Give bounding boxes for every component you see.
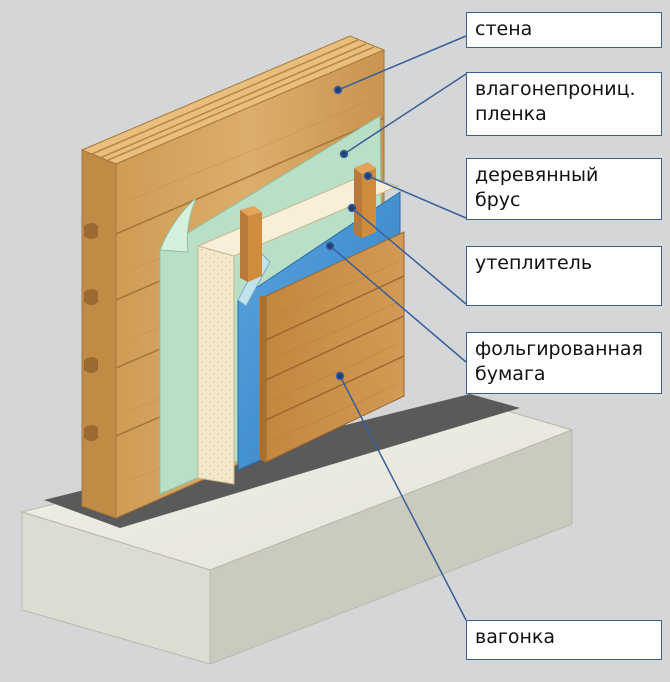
label-cladding: вагонка [466, 620, 662, 660]
label-wooden-batten-line1: деревянный [475, 164, 599, 186]
label-wall: стена [466, 12, 662, 48]
label-wooden-batten-line2: брус [475, 189, 521, 211]
label-insulation-text: утеплитель [475, 252, 593, 274]
label-wall-text: стена [475, 18, 533, 40]
leader-lines [325, 35, 467, 621]
label-foil-paper-line2: бумага [475, 363, 546, 385]
label-wooden-batten: деревянный брус [466, 158, 662, 220]
label-cladding-text: вагонка [475, 626, 555, 648]
wooden-battens [240, 162, 376, 282]
label-vapor-film: влагонепрониц. пленка [466, 72, 662, 136]
foundation [20, 394, 574, 665]
label-foil-paper: фольгированная бумага [466, 332, 662, 394]
label-vapor-film-line1: влагонепрониц. [475, 78, 636, 100]
label-vapor-film-line2: пленка [475, 103, 547, 125]
label-foil-paper-line1: фольгированная [475, 338, 643, 360]
cladding-boards [260, 231, 405, 463]
label-insulation: утеплитель [466, 246, 662, 306]
